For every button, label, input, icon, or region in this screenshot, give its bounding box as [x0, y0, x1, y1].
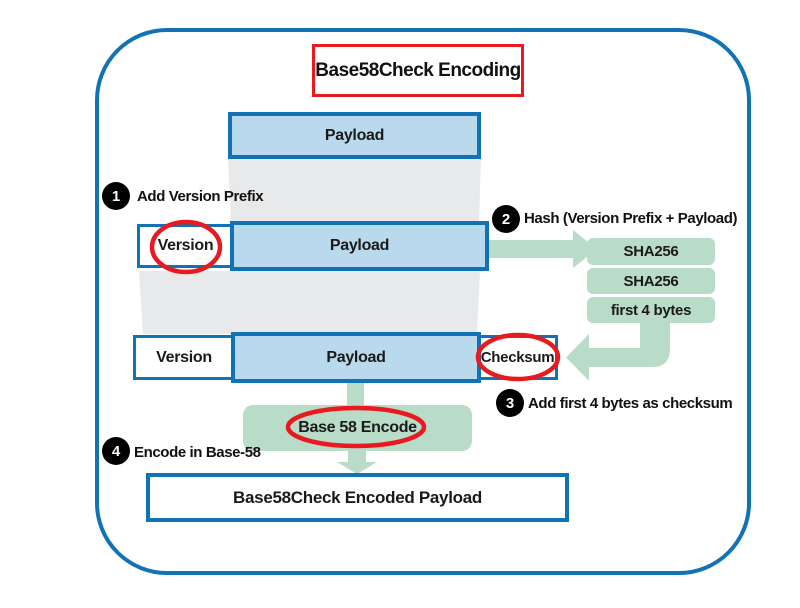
step-2-label: Hash (Version Prefix + Payload): [524, 209, 738, 227]
payload-box-row2: Payload: [230, 221, 489, 271]
base58-encode-box: Base 58 Encode: [243, 405, 472, 451]
result-box: Base58Check Encoded Payload: [146, 473, 569, 522]
version-box-row2: Version: [137, 224, 234, 268]
diagram-border: [95, 28, 751, 575]
first-4-bytes-box: first 4 bytes: [587, 297, 715, 323]
step-1-badge: 1: [102, 182, 130, 210]
step-2-badge: 2: [492, 205, 520, 233]
sha256-box-1: SHA256: [587, 238, 715, 265]
sha256-box-2: SHA256: [587, 268, 715, 294]
payload-box-row3: Payload: [231, 332, 481, 383]
step-3-label: Add first 4 bytes as checksum: [528, 394, 733, 412]
diagram-title: Base58Check Encoding: [312, 44, 524, 97]
checksum-box: Checksum: [477, 335, 558, 380]
step-4-label: Encode in Base-58: [134, 443, 261, 461]
step-3-badge: 3: [496, 389, 524, 417]
payload-top-box: Payload: [228, 112, 481, 159]
step-4-badge: 4: [102, 437, 130, 465]
step-1-label: Add Version Prefix: [137, 187, 264, 205]
version-box-row3: Version: [133, 335, 235, 380]
